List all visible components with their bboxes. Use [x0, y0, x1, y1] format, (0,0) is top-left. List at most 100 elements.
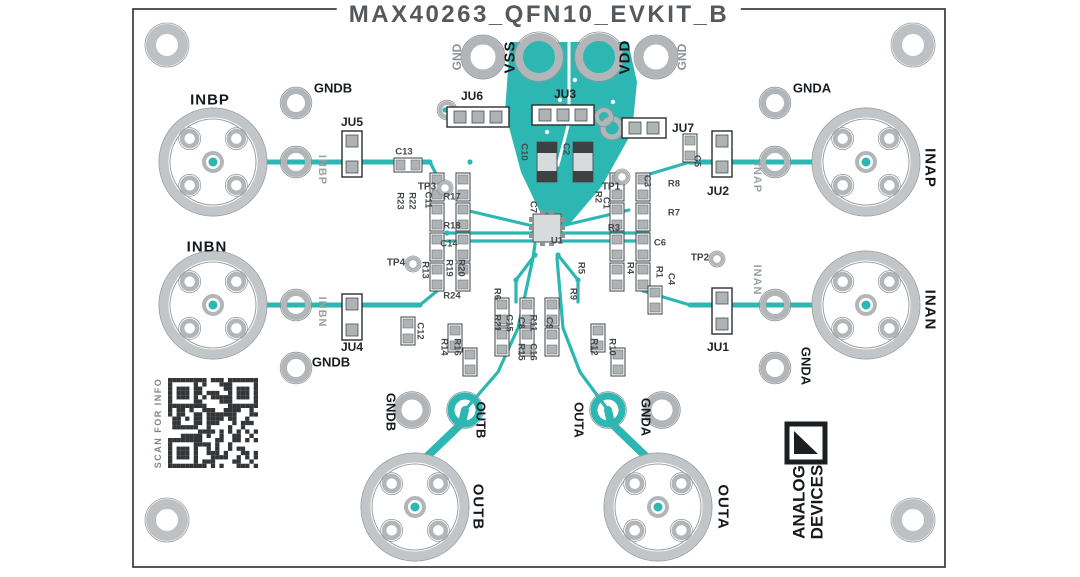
refdes-R19: R19	[444, 259, 455, 276]
qr-module	[193, 420, 198, 426]
gnd-power-pad	[461, 35, 505, 79]
sma-hole-outline	[831, 270, 855, 294]
gnd-pad	[760, 147, 790, 177]
qr-module	[176, 412, 181, 417]
via	[467, 159, 473, 165]
tp-pad	[709, 251, 725, 267]
pour-via	[572, 77, 578, 83]
footprint-pad	[612, 349, 624, 360]
passive-footprint	[393, 157, 423, 173]
jumper-label-JU3: JU3	[554, 87, 576, 101]
jumper-pad	[345, 323, 359, 337]
qr-module	[176, 463, 181, 468]
qr-module	[185, 463, 190, 468]
mount-hole-outline	[890, 497, 936, 543]
sma-outer-ring	[811, 107, 921, 217]
sma-hole	[832, 271, 853, 292]
passive-footprint	[609, 202, 625, 232]
qr-module	[172, 438, 177, 443]
sma-hole	[879, 271, 900, 292]
passive-footprint	[635, 202, 651, 232]
qr-module	[176, 386, 181, 391]
gnd-pad	[760, 88, 790, 118]
jumper-pad	[489, 110, 503, 124]
mount-hole	[892, 24, 934, 66]
qr-module	[228, 386, 233, 391]
pad-outline	[279, 351, 313, 385]
sma-outer-ring	[811, 250, 921, 360]
qr-module	[236, 433, 241, 438]
qr-module	[245, 429, 250, 434]
qr-module	[215, 378, 220, 383]
qr-module	[253, 463, 258, 468]
qr-module	[228, 408, 233, 413]
footprint-pad	[521, 314, 533, 325]
net-label-INAP: INAP	[751, 163, 763, 193]
footprint-pad	[457, 249, 469, 260]
qr-module	[215, 438, 220, 443]
qr-module	[172, 463, 177, 468]
pad-outline	[589, 391, 627, 429]
jumper-label-JU1: JU1	[707, 340, 729, 354]
qr-module	[232, 420, 237, 426]
qr-module	[168, 459, 173, 464]
jumper-JU2	[711, 130, 733, 178]
refdes-C10: C10	[519, 143, 530, 160]
pad-outline	[446, 391, 484, 429]
qr-module	[193, 438, 198, 443]
jumper-pad	[471, 110, 485, 124]
via	[513, 277, 519, 283]
u1-pad	[529, 217, 534, 222]
refdes-R13: R13	[420, 261, 431, 278]
sma-connector	[158, 107, 268, 217]
sma-connector	[360, 452, 470, 562]
qr-module	[240, 446, 246, 451]
u1-pad	[549, 241, 554, 246]
footprint-pad	[611, 219, 623, 230]
qr-module	[185, 438, 190, 443]
sma-outer-ring	[360, 452, 470, 562]
qr-module	[253, 399, 258, 404]
refdes-C2: C2	[561, 143, 572, 155]
qr-module	[198, 442, 203, 447]
qr-module	[210, 463, 216, 468]
mount-hole	[146, 24, 188, 66]
qr-module	[193, 463, 198, 468]
qr-module	[198, 416, 203, 421]
qr-module	[236, 403, 241, 408]
passive-footprint	[519, 327, 535, 357]
qr-module	[172, 425, 177, 430]
qr-module	[210, 390, 216, 396]
pad-outline	[758, 351, 792, 385]
qr-module	[223, 386, 228, 391]
jumper-outline	[621, 117, 667, 139]
u1-pad	[560, 233, 565, 238]
port-label-INAN: INAN	[922, 290, 939, 331]
qr-module	[206, 442, 211, 447]
footprint-pad	[684, 135, 696, 146]
silk-label-GNDB: GNDB	[314, 81, 352, 96]
qr-module	[219, 412, 224, 417]
power-label-VDD: VDD	[617, 40, 634, 75]
qr-module	[253, 382, 258, 387]
footprint-pad	[521, 299, 533, 310]
cap-pad	[573, 171, 593, 182]
pour-via	[544, 129, 550, 135]
sma-hole-outline	[877, 173, 901, 197]
qr-module	[172, 420, 177, 426]
qr-module	[223, 395, 228, 400]
qr-module	[249, 433, 254, 438]
qr-module	[210, 412, 216, 417]
jumper-pad	[574, 108, 588, 122]
footprint-pad	[457, 189, 469, 200]
qr-module	[180, 438, 186, 443]
qr-module	[249, 408, 254, 413]
passive-footprint	[455, 232, 471, 262]
sma-hole	[832, 175, 853, 196]
sma-inner-ring	[822, 261, 910, 349]
qr-module	[228, 412, 233, 417]
refdes-R17: R17	[443, 192, 460, 203]
qr-module	[198, 433, 203, 438]
jumper-pad	[715, 317, 729, 331]
footprint-pad	[611, 249, 623, 260]
